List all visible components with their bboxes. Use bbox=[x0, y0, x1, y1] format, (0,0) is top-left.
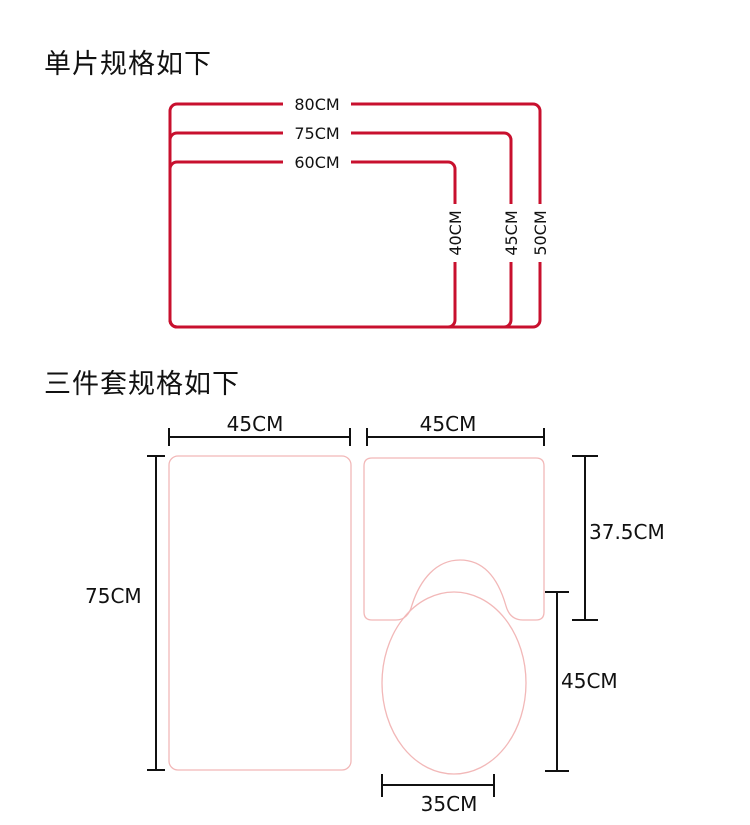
mat-height-label: 75CM bbox=[85, 584, 142, 608]
large-mat-outline bbox=[168, 455, 352, 771]
height-label-50: 50CM bbox=[531, 210, 550, 255]
height-label-45: 45CM bbox=[502, 210, 521, 255]
lid-cover-outline bbox=[381, 591, 527, 775]
set-size-heading: 三件套规格如下 bbox=[44, 369, 240, 400]
contour-height-label: 37.5CM bbox=[589, 520, 665, 544]
mat-width-label: 45CM bbox=[227, 412, 284, 436]
outline-60x40 bbox=[168, 160, 457, 329]
single-mat-outlines bbox=[168, 102, 542, 329]
contour-mat-outline bbox=[363, 457, 545, 621]
outline-80x50 bbox=[168, 102, 542, 329]
width-label-80: 80CM bbox=[294, 95, 339, 114]
height-label-40: 40CM bbox=[446, 210, 465, 255]
width-label-60: 60CM bbox=[294, 153, 339, 172]
lid-width-label: 35CM bbox=[421, 792, 478, 816]
dimension-lines bbox=[147, 428, 598, 797]
lid-height-label: 45CM bbox=[561, 669, 618, 693]
single-size-heading: 单片规格如下 bbox=[44, 49, 212, 80]
width-label-75: 75CM bbox=[294, 124, 339, 143]
contour-width-label: 45CM bbox=[420, 412, 477, 436]
